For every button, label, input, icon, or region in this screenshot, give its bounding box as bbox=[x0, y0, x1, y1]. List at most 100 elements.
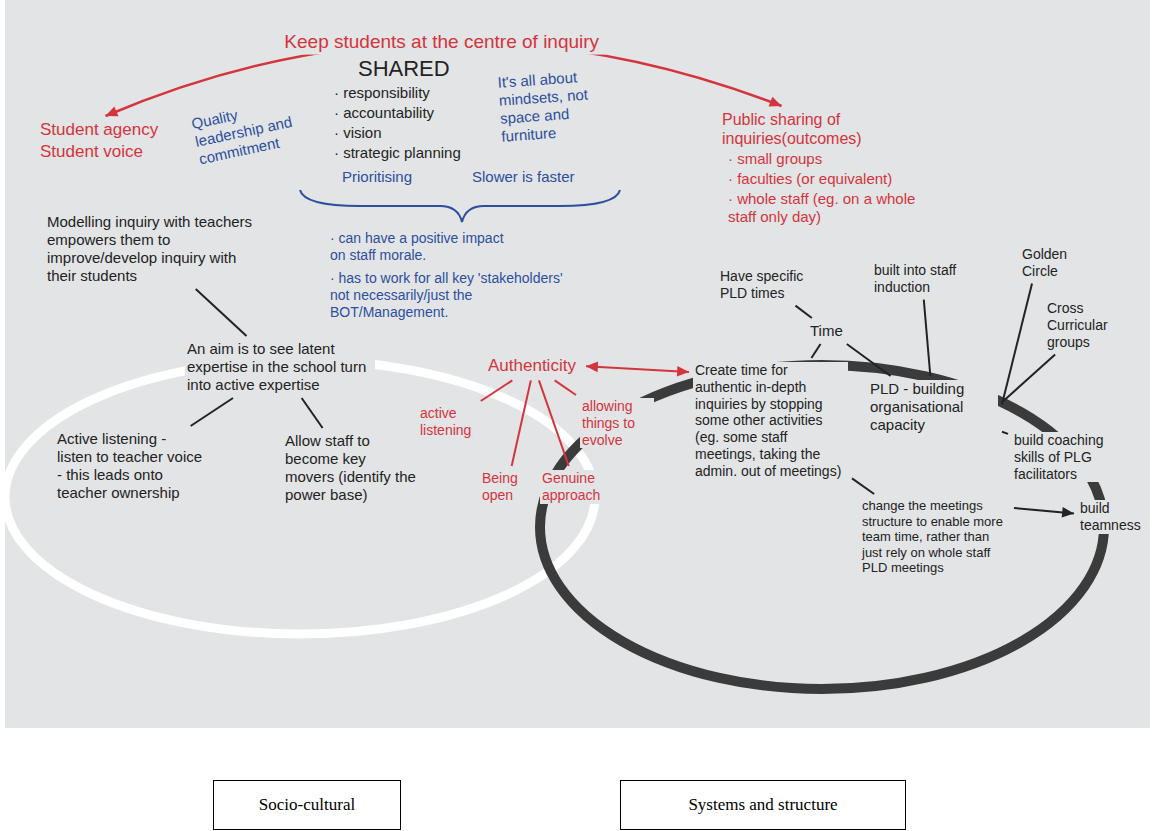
mind-map-node: Modelling inquiry with teachers empowers… bbox=[45, 213, 260, 285]
arrow-head bbox=[586, 362, 598, 373]
curly-brace bbox=[300, 190, 620, 222]
node-text: Have specific PLD times bbox=[718, 268, 818, 302]
edge-label: Keep students at the centre of inquiry bbox=[278, 30, 605, 55]
node-text: Authenticity bbox=[486, 356, 582, 376]
node-text: Golden Circle bbox=[1020, 246, 1084, 280]
node-text: Modelling inquiry with teachers empowers… bbox=[45, 213, 260, 285]
mind-map-node: Student agencyStudent voice bbox=[38, 120, 173, 163]
node-subtext: Student voice bbox=[38, 142, 173, 162]
mind-map-node: Golden Circle bbox=[1020, 246, 1084, 280]
arrow-head bbox=[1062, 507, 1074, 518]
connector bbox=[302, 398, 323, 428]
connector bbox=[539, 380, 569, 466]
mind-map-node: active listening bbox=[418, 405, 480, 439]
mind-map-node: Authenticity bbox=[486, 356, 582, 376]
connector bbox=[1002, 432, 1008, 434]
node-subtext: · small groups bbox=[720, 150, 948, 168]
node-text: Socio-cultural bbox=[259, 795, 355, 815]
connector bbox=[512, 380, 531, 466]
node-subtext: · faculties (or equivalent) bbox=[720, 170, 948, 188]
note-text: · has to work for all key 'stakeholders'… bbox=[328, 270, 577, 320]
note-text: It's all about mindsets, not space and f… bbox=[495, 65, 622, 145]
connector bbox=[191, 398, 233, 426]
connector bbox=[1014, 507, 1074, 518]
connector bbox=[847, 344, 891, 376]
node-subtext: · whole staff (eg. on a whole staff only… bbox=[720, 190, 948, 226]
node-text: Allow staff to become key movers (identi… bbox=[283, 432, 418, 504]
connector bbox=[795, 306, 811, 318]
note-text: · strategic planning bbox=[332, 144, 463, 162]
mind-map-node: change the meetings structure to enable … bbox=[860, 498, 1010, 576]
connector bbox=[1002, 284, 1032, 405]
category-box: Socio-cultural bbox=[213, 780, 401, 830]
mind-map-node: PLD - building organisational capacity bbox=[868, 380, 998, 434]
node-text: Systems and structure bbox=[688, 795, 837, 815]
connector-line bbox=[196, 289, 247, 336]
mind-map-node: built into staff induction bbox=[872, 262, 972, 296]
node-text: built into staff induction bbox=[872, 262, 972, 296]
node-text: Cross Curricular groups bbox=[1045, 300, 1130, 350]
arrow-head bbox=[677, 366, 689, 377]
note-text: SHARED bbox=[356, 56, 452, 82]
note-text: · accountability bbox=[332, 104, 436, 122]
mind-map-node: Genuine approach bbox=[540, 470, 612, 504]
connector-line bbox=[555, 380, 576, 395]
node-text: Create time for authentic in-depth inqui… bbox=[693, 362, 848, 480]
note-text: · can have a positive impact on staff mo… bbox=[328, 230, 512, 264]
note-text: · vision bbox=[332, 124, 384, 142]
mind-map-node: Public sharing of inquiries(outcomes) · s… bbox=[720, 110, 948, 226]
connector-line bbox=[1002, 284, 1032, 405]
connector bbox=[852, 478, 874, 494]
connector-line bbox=[586, 366, 689, 372]
mind-map-node: build teamness bbox=[1078, 500, 1146, 534]
connector bbox=[555, 380, 576, 395]
node-text: allowing things to evolve bbox=[580, 398, 654, 448]
connector bbox=[924, 300, 931, 376]
socio-cultural-ellipse bbox=[5, 360, 595, 634]
note-text: · responsibility bbox=[332, 84, 432, 102]
mind-map-node: Active listening - listen to teacher voi… bbox=[55, 430, 205, 502]
node-text: Being open bbox=[480, 470, 534, 504]
node-text: Student agency bbox=[38, 120, 173, 140]
note-text: Slower is faster bbox=[470, 168, 577, 186]
node-text: active listening bbox=[418, 405, 480, 439]
connector bbox=[811, 344, 820, 358]
mind-map-node: Have specific PLD times bbox=[718, 268, 818, 302]
connector-line bbox=[795, 306, 811, 318]
connector-line bbox=[924, 300, 931, 376]
connector-line bbox=[539, 380, 569, 466]
node-text: PLD - building organisational capacity bbox=[868, 380, 998, 434]
connector-line bbox=[191, 398, 233, 426]
arrow-head bbox=[769, 97, 782, 107]
node-text: An aim is to see latent expertise in the… bbox=[185, 340, 375, 394]
connector bbox=[1002, 354, 1055, 402]
mind-map-node: Create time for authentic in-depth inqui… bbox=[693, 362, 848, 480]
connector bbox=[586, 362, 689, 377]
mind-map-node: An aim is to see latent expertise in the… bbox=[185, 340, 375, 394]
category-box: Systems and structure bbox=[620, 780, 906, 830]
mind-map-node: Cross Curricular groups bbox=[1045, 300, 1130, 350]
connector-line bbox=[847, 344, 891, 376]
node-text: Genuine approach bbox=[540, 470, 612, 504]
connector-line bbox=[852, 478, 874, 494]
node-text: Active listening - listen to teacher voi… bbox=[55, 430, 205, 502]
connector-line bbox=[811, 344, 820, 358]
arrow-head bbox=[106, 107, 119, 117]
node-text: build coaching skills of PLG facilitator… bbox=[1012, 432, 1134, 482]
connector bbox=[196, 289, 247, 336]
mind-map-node: Being open bbox=[480, 470, 534, 504]
connector-line bbox=[1002, 354, 1055, 402]
node-text: change the meetings structure to enable … bbox=[860, 498, 1010, 576]
node-text: Time bbox=[808, 322, 850, 340]
node-text: Public sharing of inquiries(outcomes) bbox=[720, 110, 894, 148]
note-text: Prioritising bbox=[340, 168, 414, 186]
mind-map-node: allowing things to evolve bbox=[580, 398, 654, 448]
connector-line bbox=[1002, 432, 1008, 434]
connector-line bbox=[512, 380, 531, 466]
mind-map-node: build coaching skills of PLG facilitator… bbox=[1012, 432, 1134, 482]
mind-map-node: Allow staff to become key movers (identi… bbox=[283, 432, 418, 504]
connector bbox=[481, 380, 513, 401]
node-text: build teamness bbox=[1078, 500, 1146, 534]
connector-line bbox=[302, 398, 323, 428]
